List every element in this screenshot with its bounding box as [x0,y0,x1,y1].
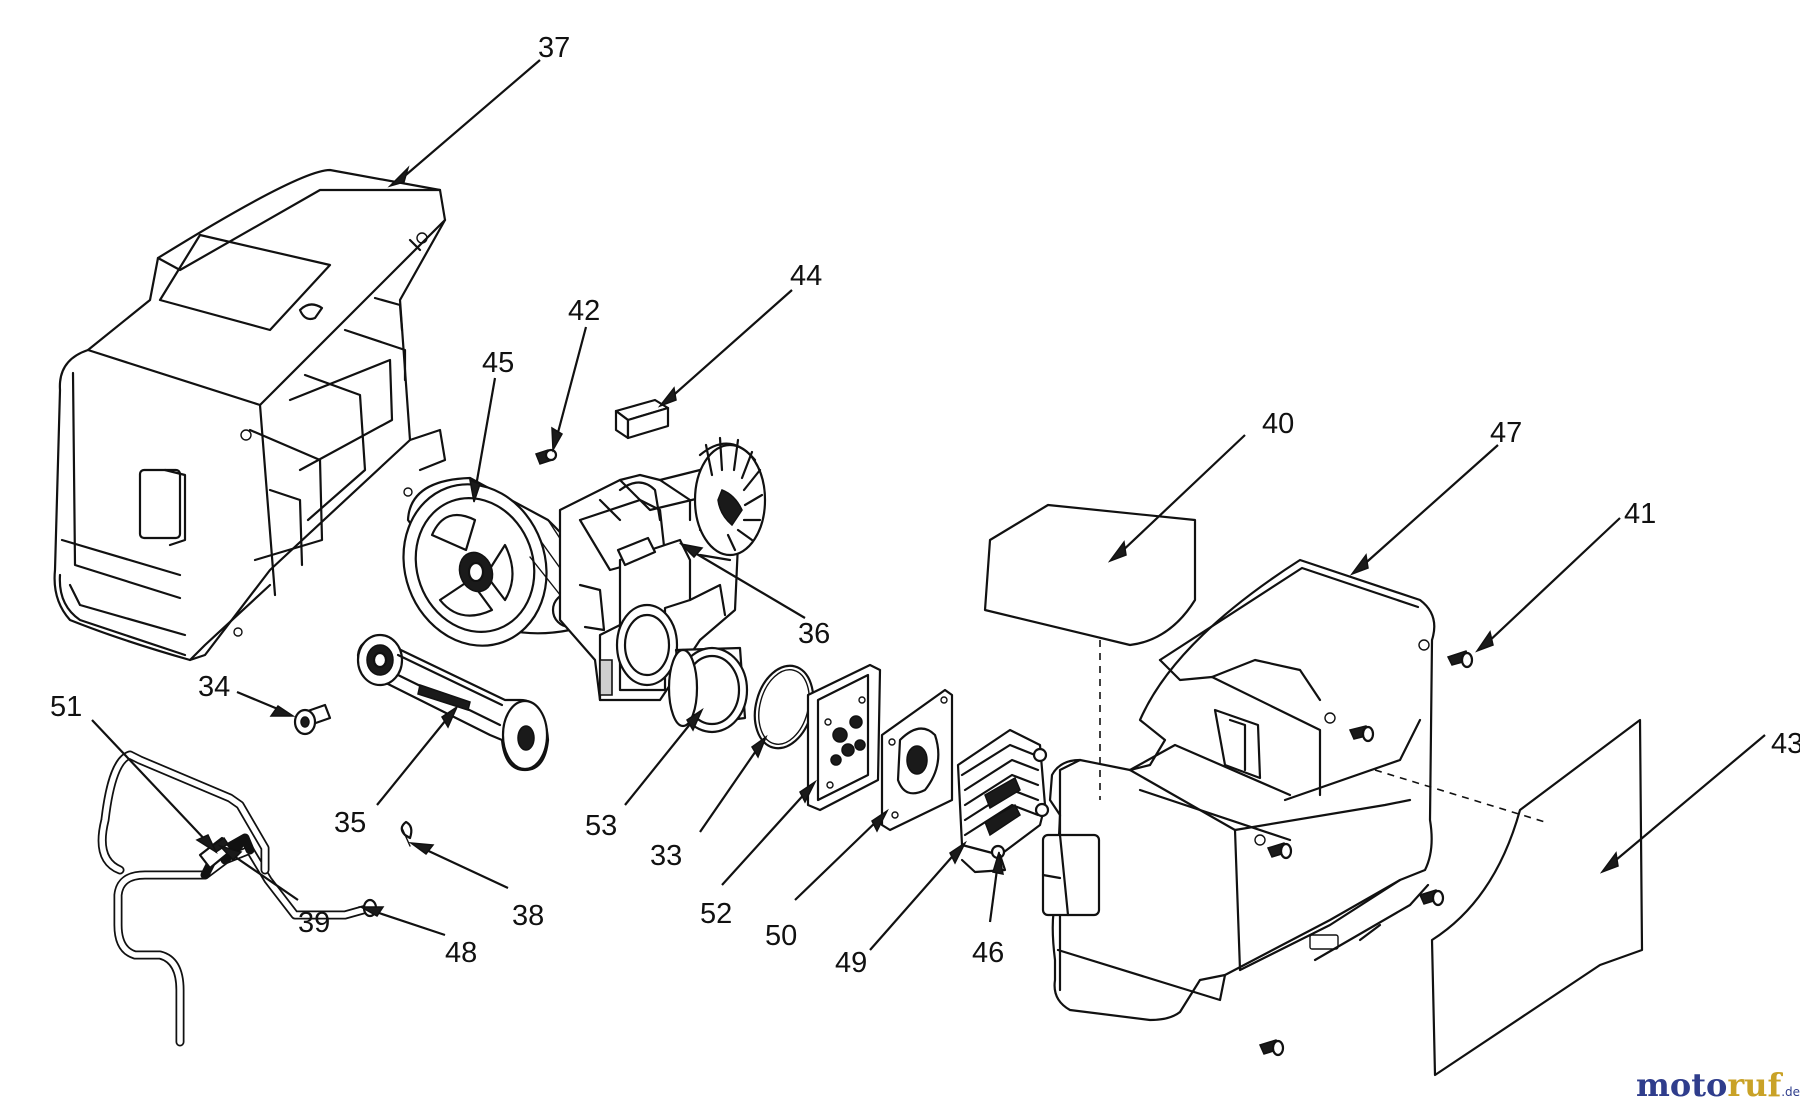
screw-41-b [1348,725,1375,743]
leader-38 [408,842,509,889]
callout-51: 51 [50,691,82,723]
svg-text:motoruf.de: motoruf.de [1636,1066,1800,1104]
leader-49 [869,840,967,951]
leader-52 [721,779,817,886]
leader-51 [91,719,218,855]
callout-38: 38 [512,900,544,932]
leader-48 [358,906,446,937]
callout-43: 43 [1771,728,1800,760]
callout-36: 36 [798,618,830,650]
leader-43 [1599,734,1766,874]
part-43-label [1374,718,1644,1077]
leader-41 [1475,517,1621,653]
part-52-valve-plate [806,663,882,812]
callout-35: 35 [334,807,366,839]
part-47-right-shroud [1041,558,1436,1022]
callout-52: 52 [700,898,732,930]
leader-36 [678,542,806,619]
leader-39 [217,844,299,901]
callout-37: 37 [538,32,570,64]
leader-53 [624,707,704,806]
part-51-39-48-tubing [97,750,378,1047]
leader-lines [91,59,1766,951]
callout-47: 47 [1490,417,1522,449]
part-44-block [614,398,670,440]
leader-46 [988,851,1004,923]
callout-44: 44 [790,260,822,292]
part-53-cylinder [667,646,749,734]
part-38-clip [400,820,413,847]
leader-42 [551,326,588,453]
callout-53: 53 [585,810,617,842]
callout-42: 42 [568,295,600,327]
callout-46: 46 [972,937,1004,969]
watermark-logo: motoruf.de [1636,1066,1800,1104]
part-50-gasket [880,688,954,832]
part-41-screws [1258,650,1474,1057]
leader-33 [699,734,768,833]
screw-41-e [1258,1039,1285,1057]
part-46-49-cylinder-head [956,728,1050,874]
screw-41-a [1446,650,1474,669]
screw-41-c [1266,842,1293,860]
part-45-pulley-belt [402,476,601,647]
leader-45 [469,377,497,503]
callout-49: 49 [835,947,867,979]
cooling-fan [693,436,767,557]
callout-33: 33 [650,840,682,872]
screw-41-d [1418,889,1445,907]
callout-50: 50 [765,920,797,952]
part-35-connecting-rod [356,633,550,772]
part-37-left-shroud [53,168,447,662]
callout-41: 41 [1624,498,1656,530]
part-34-bolt [293,703,332,736]
callout-45: 45 [482,347,514,379]
leader-44 [657,289,793,408]
leader-50 [794,808,889,901]
leader-47 [1349,444,1499,576]
leader-34 [236,690,296,717]
callout-34: 34 [198,671,230,703]
leader-35 [376,704,459,806]
callout-48: 48 [445,937,477,969]
callout-40: 40 [1262,408,1294,440]
callout-39: 39 [298,907,330,939]
leader-37 [387,59,541,188]
part-36-pump-motor [558,436,767,702]
leader-40 [1107,434,1246,563]
callout-labels: 37 42 44 45 40 47 41 36 34 51 43 35 53 3… [50,32,1800,979]
part-40-label [983,503,1197,800]
part-42-screw [535,448,558,465]
